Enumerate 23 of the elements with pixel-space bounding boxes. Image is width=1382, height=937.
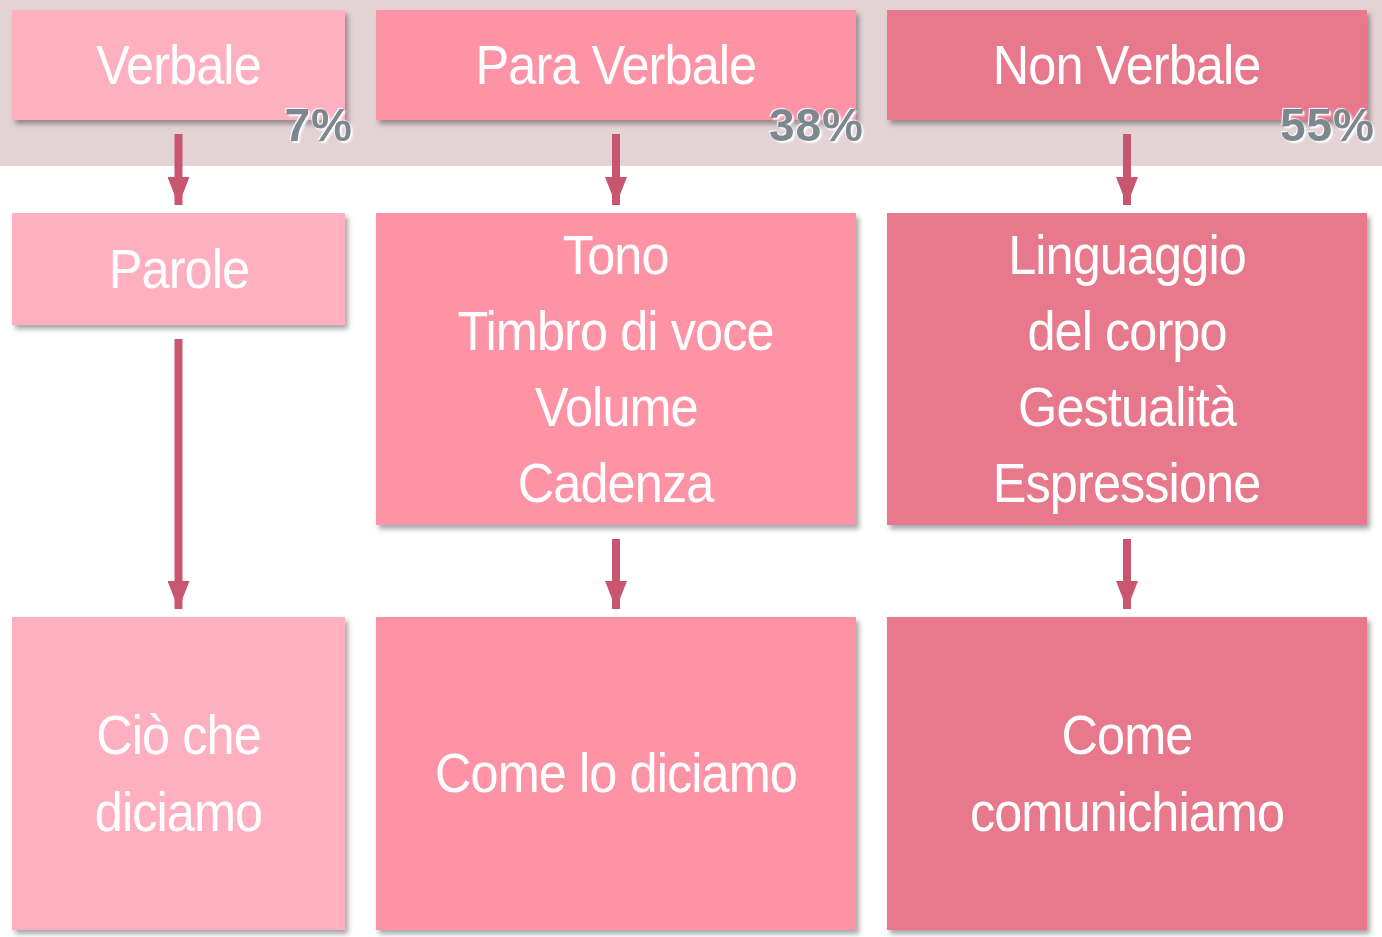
box-text: Verbale xyxy=(96,31,261,98)
box-text: Come lo diciamo xyxy=(435,740,797,807)
box-text: Linguaggio del corpo xyxy=(1007,221,1247,364)
box-text: Ciò che diciamo xyxy=(93,702,264,845)
box-text: Tono xyxy=(563,221,669,288)
arrow xyxy=(1116,134,1138,205)
box-text: Gestualità xyxy=(1018,374,1236,440)
arrow xyxy=(605,134,627,205)
process-box xyxy=(12,617,345,930)
process-box xyxy=(376,213,856,525)
box-text: Non Verbale xyxy=(993,31,1261,98)
process-box xyxy=(376,617,856,930)
box-text: Come comunichiamo xyxy=(968,702,1286,845)
process-box xyxy=(887,213,1367,525)
box-text: Cadenza xyxy=(518,450,714,517)
process-box xyxy=(887,617,1367,930)
box-text: Espressione xyxy=(993,450,1261,517)
process-box xyxy=(12,213,345,325)
box-text: Para Verbale xyxy=(475,31,757,98)
box-text: Timbro di voce xyxy=(458,297,774,364)
arrow xyxy=(167,134,190,205)
box-text: Volume xyxy=(534,374,698,440)
box-text: Parole xyxy=(108,235,249,302)
